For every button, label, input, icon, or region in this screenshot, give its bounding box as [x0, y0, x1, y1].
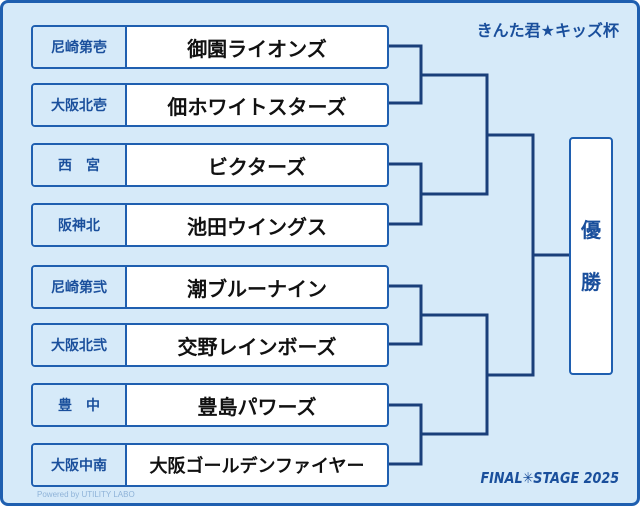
entry-region: 尼崎第壱	[33, 27, 127, 67]
champion-label-2: 勝	[581, 270, 601, 294]
entry-team: 佃ホワイトスターズ	[167, 94, 347, 119]
tournament-title: きんた君★キッズ杯	[476, 21, 619, 40]
entry-region: 豊 中	[33, 385, 127, 425]
entry-region: 大阪中南	[33, 445, 127, 485]
footer-stage-label: FINAL✳STAGE 2025	[480, 469, 619, 487]
entry-team: 大阪ゴールデンファイヤー	[149, 456, 365, 477]
entry-4: 阪神北 池田ウイングス	[31, 203, 389, 247]
champion-label-1: 優	[581, 218, 601, 242]
entry-region: 大阪北弐	[33, 325, 127, 365]
entry-region: 尼崎第弐	[33, 267, 127, 307]
connector-r1-b	[389, 162, 423, 226]
entry-7: 豊 中 豊島パワーズ	[31, 383, 389, 427]
entry-3: 西 宮 ビクターズ	[31, 143, 389, 187]
connector-r2-a	[455, 73, 489, 196]
bracket-lines	[389, 44, 569, 466]
entry-8: 大阪中南 大阪ゴールデンファイヤー	[31, 443, 389, 487]
entry-team: 池田ウイングス	[187, 214, 327, 239]
entry-region: 西 宮	[33, 145, 127, 185]
entry-region: 阪神北	[33, 205, 127, 245]
connector-r1-a	[389, 44, 423, 105]
powered-by-credit: Powered by UTILITY LABO	[37, 490, 135, 499]
entry-5: 尼崎第弐 潮ブルーナイン	[31, 265, 389, 309]
connector-final	[525, 133, 535, 377]
entry-team: 交野レインボーズ	[177, 334, 337, 359]
connector-r1-d	[389, 403, 423, 466]
connector-r2-b	[455, 313, 489, 436]
entry-region: 大阪北壱	[33, 85, 127, 125]
entry-team: 豊島パワーズ	[197, 394, 317, 419]
entry-team: ビクターズ	[207, 154, 307, 179]
entry-team: 潮ブルーナイン	[187, 276, 327, 301]
entry-2: 大阪北壱 佃ホワイトスターズ	[31, 83, 389, 127]
connector-r1-c	[389, 284, 423, 346]
champion-box: 優 勝	[569, 137, 613, 375]
entry-team: 御園ライオンズ	[187, 36, 327, 61]
entry-1: 尼崎第壱 御園ライオンズ	[31, 25, 389, 69]
entry-6: 大阪北弐 交野レインボーズ	[31, 323, 389, 367]
